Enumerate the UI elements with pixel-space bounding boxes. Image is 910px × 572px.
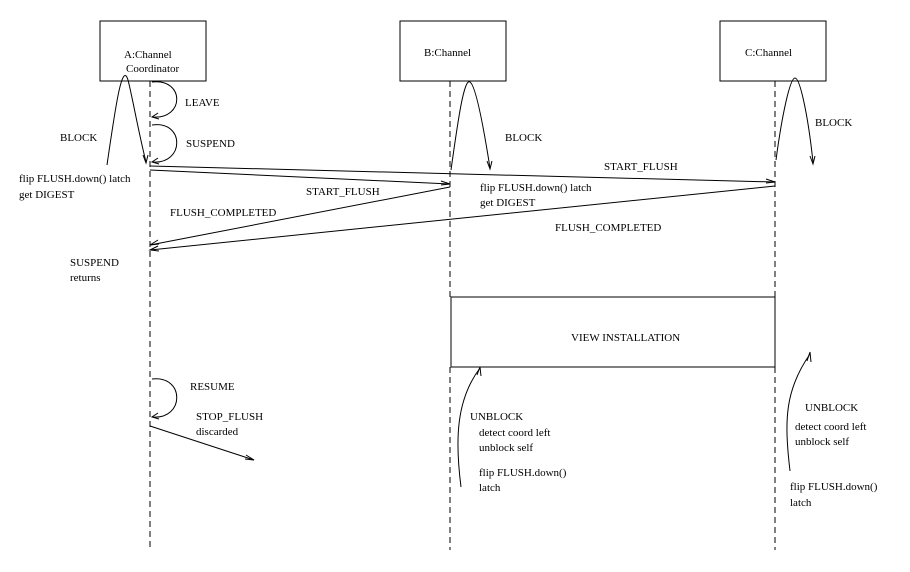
a-flip-note-line1: flip FLUSH.down() latch bbox=[19, 173, 131, 185]
start-flush-to-b-label: START_FLUSH bbox=[306, 186, 380, 198]
suspend-label: SUSPEND bbox=[186, 138, 235, 150]
start-flush-to-b-arrow bbox=[149, 169, 451, 185]
c-unblock-label: UNBLOCK bbox=[805, 402, 858, 414]
participant-a-label-line1: A:Channel bbox=[124, 49, 172, 61]
view-installation-box bbox=[450, 296, 776, 368]
block-arc-c-arrowhead bbox=[809, 155, 816, 166]
participant-a-label-line2: Coordinator bbox=[126, 63, 179, 75]
participant-b-label: B:Channel bbox=[424, 47, 471, 59]
block-arc-a-arrowhead bbox=[142, 154, 149, 165]
start-flush-to-c-arrow bbox=[149, 165, 776, 183]
stop-flush-label-line1: STOP_FLUSH bbox=[196, 411, 263, 423]
c-latch-line2: latch bbox=[790, 497, 812, 509]
unblock-curve-b-arrowhead bbox=[476, 366, 482, 377]
flush-completed-from-b-arrow bbox=[149, 186, 451, 246]
block-arc-a bbox=[106, 75, 147, 166]
resume-label: RESUME bbox=[190, 381, 235, 393]
flush-completed-from-c-label: FLUSH_COMPLETED bbox=[555, 222, 661, 234]
c-unblock-detail1: detect coord left bbox=[795, 421, 866, 433]
b-flip-note-line2: get DIGEST bbox=[480, 197, 536, 209]
block-arc-c bbox=[775, 77, 814, 163]
c-latch-line1: flip FLUSH.down() bbox=[790, 481, 878, 493]
flush-completed-from-c-arrowhead bbox=[148, 245, 160, 252]
flush-completed-from-c-arrow bbox=[149, 185, 776, 251]
block-label-b: BLOCK bbox=[505, 132, 542, 144]
view-installation-label: VIEW INSTALLATION bbox=[571, 332, 680, 344]
flush-completed-from-b-arrowhead bbox=[149, 239, 160, 246]
leave-label: LEAVE bbox=[185, 97, 220, 109]
b-latch-line1: flip FLUSH.down() bbox=[479, 467, 567, 479]
stop-flush-arrowhead bbox=[244, 454, 255, 461]
b-unblock-detail1: detect coord left bbox=[479, 427, 550, 439]
leave-self-loop bbox=[151, 81, 178, 118]
block-label-a: BLOCK bbox=[60, 132, 97, 144]
block-arc-b bbox=[450, 81, 491, 171]
start-flush-to-b-arrowhead bbox=[440, 180, 451, 186]
unblock-curve-b bbox=[457, 367, 481, 488]
block-label-c: BLOCK bbox=[815, 117, 852, 129]
leave-arrowhead bbox=[150, 112, 160, 120]
b-unblock-detail2: unblock self bbox=[479, 442, 533, 454]
stop-flush-arrow bbox=[149, 425, 255, 461]
start-flush-to-c-label: START_FLUSH bbox=[604, 161, 678, 173]
suspend-returns-line1: SUSPEND bbox=[70, 257, 119, 269]
participant-c-box bbox=[719, 20, 827, 82]
a-flip-note-line2: get DIGEST bbox=[19, 189, 75, 201]
b-latch-line2: latch bbox=[479, 482, 501, 494]
suspend-arrowhead bbox=[150, 157, 160, 165]
participant-c-label: C:Channel bbox=[745, 47, 792, 59]
c-unblock-detail2: unblock self bbox=[795, 436, 849, 448]
suspend-returns-line2: returns bbox=[70, 272, 101, 284]
resume-arrowhead bbox=[150, 412, 160, 420]
participant-a: A:Channel Coordinator bbox=[99, 20, 207, 82]
participant-a-box bbox=[99, 20, 207, 82]
b-unblock-label: UNBLOCK bbox=[470, 411, 523, 423]
participant-b: B:Channel bbox=[399, 20, 507, 82]
block-arc-b-arrowhead bbox=[486, 160, 493, 171]
start-flush-to-c-arrowhead bbox=[765, 178, 776, 184]
unblock-curve-c bbox=[786, 353, 811, 472]
resume-self-loop bbox=[151, 378, 178, 418]
b-flip-note-line1: flip FLUSH.down() latch bbox=[480, 182, 592, 194]
unblock-curve-c-arrowhead bbox=[806, 351, 812, 363]
suspend-self-loop bbox=[151, 124, 178, 163]
participant-c: C:Channel bbox=[719, 20, 827, 82]
participant-b-box bbox=[399, 20, 507, 82]
flush-completed-from-b-label: FLUSH_COMPLETED bbox=[170, 207, 276, 219]
stop-flush-label-line2: discarded bbox=[196, 426, 239, 438]
